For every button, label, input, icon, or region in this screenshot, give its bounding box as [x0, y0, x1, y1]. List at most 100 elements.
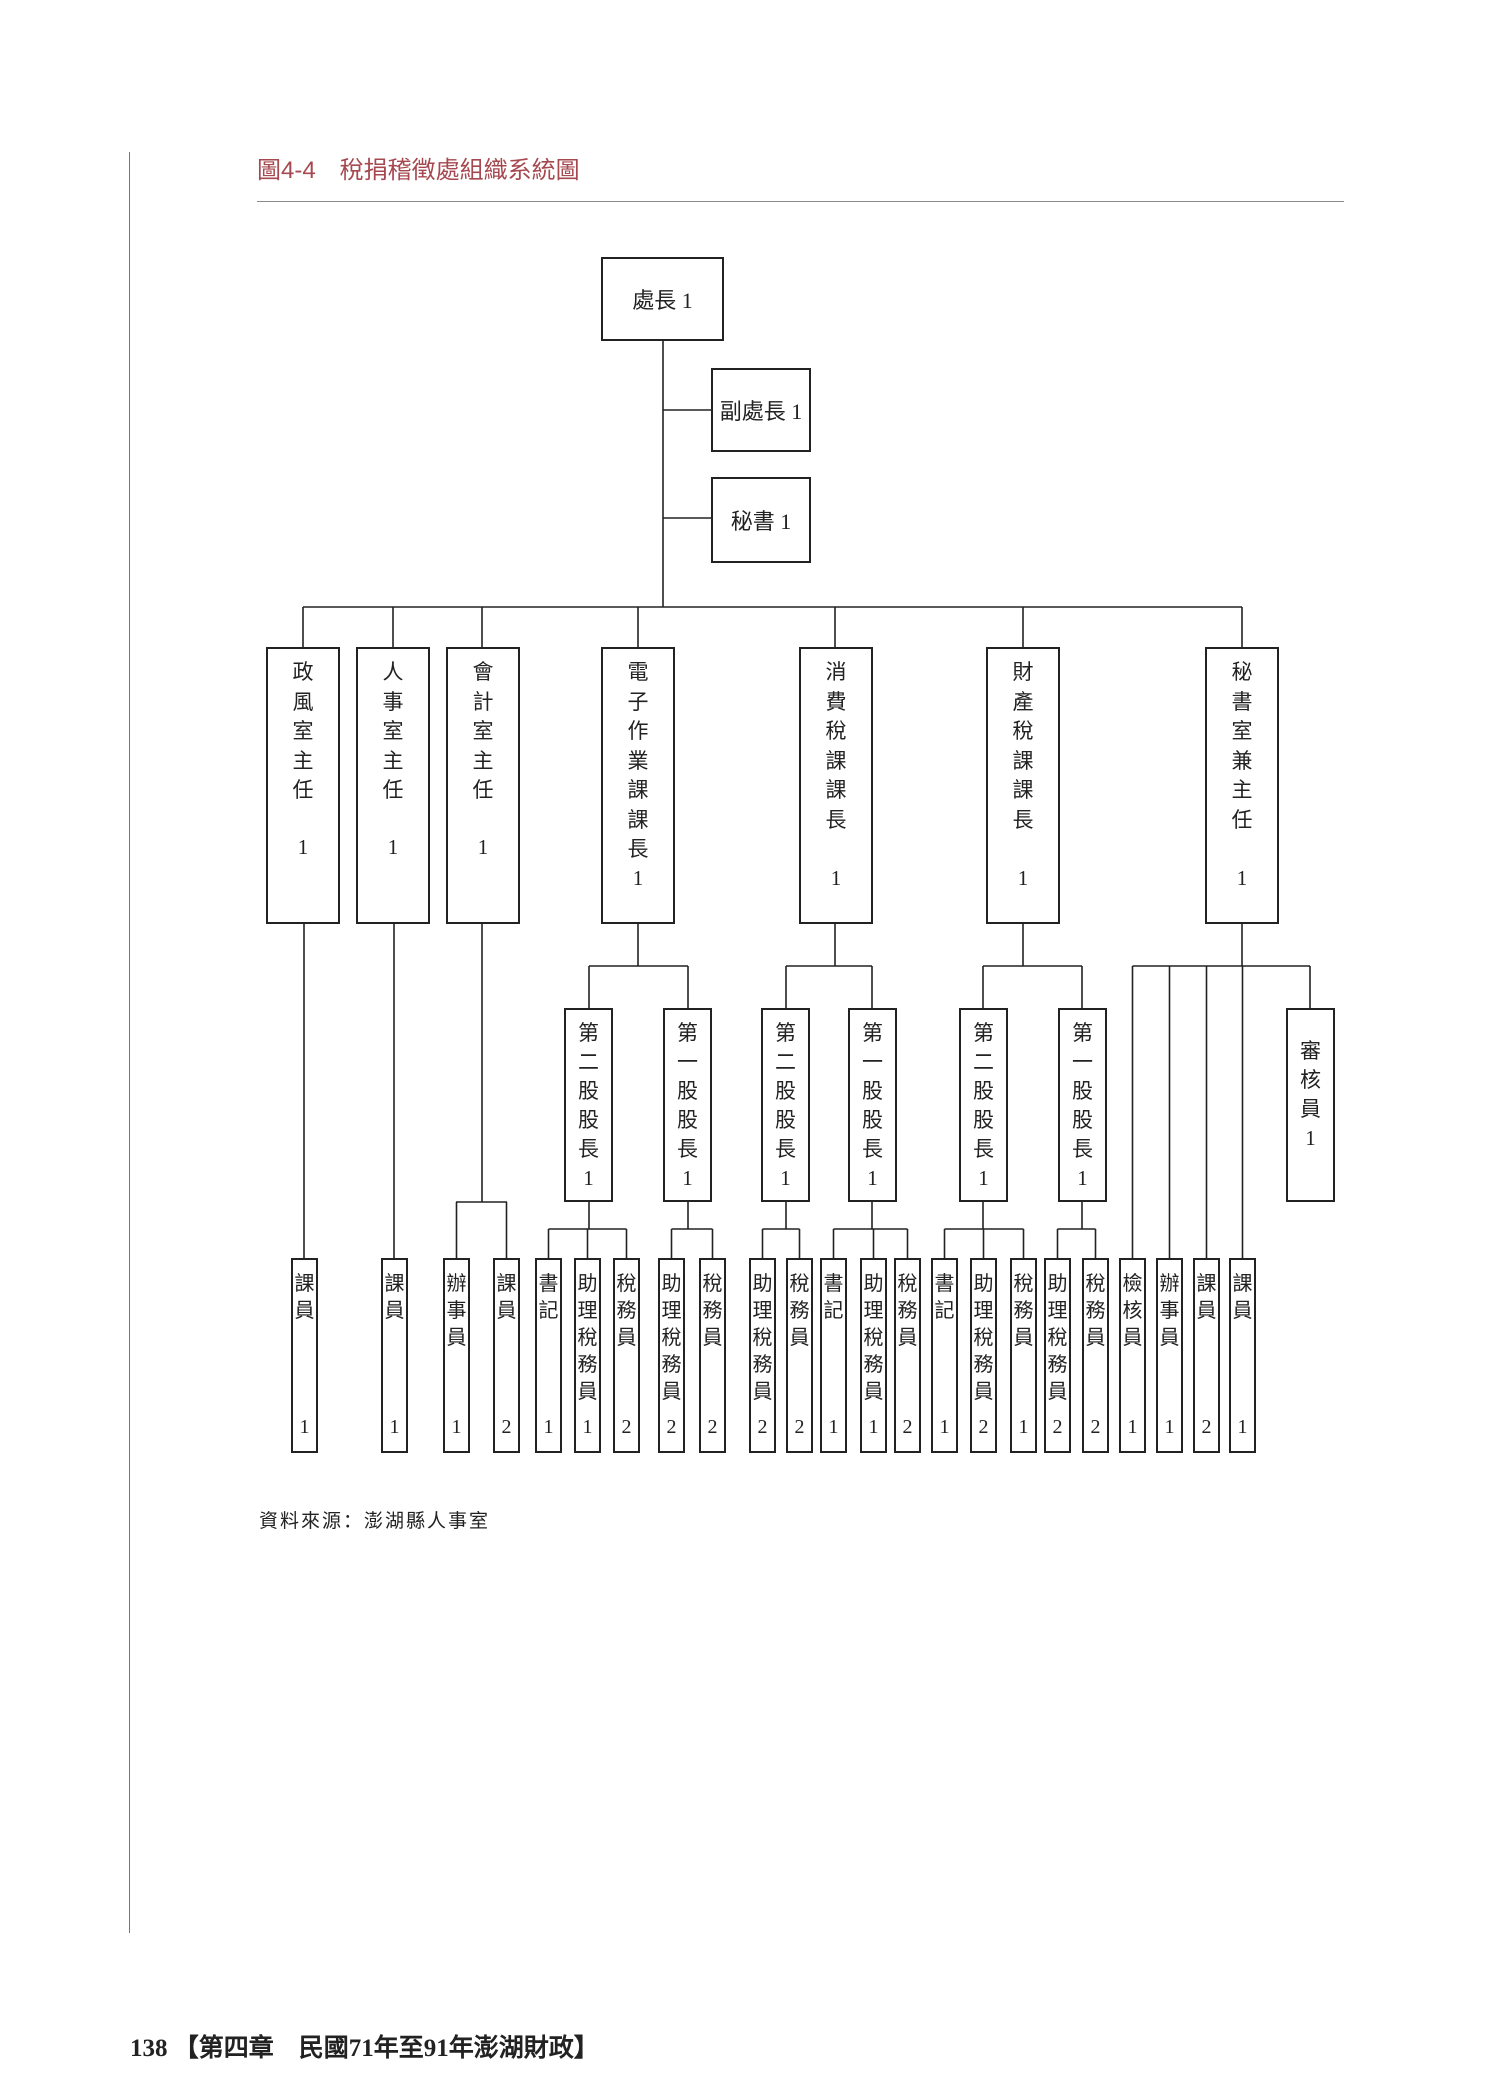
- section-box: 第一股股長 1: [848, 1008, 897, 1202]
- division-count: 1: [1017, 866, 1029, 890]
- staff-count: 2: [1052, 1416, 1063, 1438]
- staff-count: 2: [1090, 1416, 1101, 1438]
- section-label: 第二股股長: [973, 1021, 994, 1161]
- section-count: 1: [583, 1166, 594, 1190]
- staff-count: 1: [868, 1416, 879, 1438]
- staff-label: 辦事員: [1159, 1273, 1180, 1349]
- staff-box: 辦事員 1: [1156, 1258, 1183, 1453]
- staff-label: 稅務員: [789, 1273, 810, 1349]
- staff-label: 助理稅務員: [577, 1273, 598, 1403]
- division-label: 電子作業課課長: [627, 660, 649, 861]
- section-count: 1: [780, 1166, 791, 1190]
- staff-count: 1: [1018, 1416, 1029, 1438]
- division-count: 1: [632, 866, 644, 890]
- division-box: 秘書室兼主任 1: [1205, 647, 1279, 924]
- staff-box: 書記 1: [535, 1258, 562, 1453]
- staff-count: 1: [389, 1416, 400, 1438]
- staff-box: 稅務員 2: [1082, 1258, 1109, 1453]
- division-label: 會計室主任: [472, 660, 494, 802]
- staff-box: 稅務員 2: [613, 1258, 640, 1453]
- director-box: 處長 1: [601, 257, 724, 341]
- section-box: 第一股股長 1: [1058, 1008, 1107, 1202]
- staff-box: 助理稅務員 1: [574, 1258, 601, 1453]
- section-count: 1: [1305, 1126, 1316, 1150]
- staff-label: 課員: [294, 1273, 315, 1322]
- staff-label: 課員: [1232, 1273, 1253, 1322]
- division-count: 1: [387, 835, 399, 859]
- staff-count: 1: [1127, 1416, 1138, 1438]
- section-label: 第一股股長: [1072, 1021, 1093, 1161]
- staff-label: 書記: [538, 1273, 559, 1322]
- division-label: 財產稅課課長: [1012, 660, 1034, 832]
- division-count: 1: [1236, 866, 1248, 890]
- section-label: 第二股股長: [578, 1021, 599, 1161]
- division-count: 1: [477, 835, 489, 859]
- staff-label: 助理稅務員: [661, 1273, 682, 1403]
- staff-count: 2: [794, 1416, 805, 1438]
- staff-label: 課員: [1196, 1273, 1217, 1322]
- division-box: 消費稅課課長 1: [799, 647, 873, 924]
- page-footer: 138 【第四章 民國71年至91年澎湖財政】: [130, 2035, 599, 2062]
- staff-count: 2: [902, 1416, 913, 1438]
- staff-label: 辦事員: [446, 1273, 467, 1349]
- division-box: 財產稅課課長 1: [986, 647, 1060, 924]
- staff-label: 檢核員: [1122, 1273, 1143, 1349]
- staff-label: 助理稅務員: [752, 1273, 773, 1403]
- staff-box: 課員 2: [1193, 1258, 1220, 1453]
- section-count: 1: [682, 1166, 693, 1190]
- section-label: 第一股股長: [862, 1021, 883, 1161]
- staff-count: 1: [1237, 1416, 1248, 1438]
- secretary-box: 秘書 1: [711, 477, 811, 563]
- title-rule: [257, 201, 1344, 202]
- staff-count: 1: [451, 1416, 462, 1438]
- staff-count: 1: [299, 1416, 310, 1438]
- staff-box: 稅務員 2: [786, 1258, 813, 1453]
- section-count: 1: [1077, 1166, 1088, 1190]
- division-label: 政風室主任: [292, 660, 314, 802]
- staff-label: 稅務員: [702, 1273, 723, 1349]
- staff-count: 2: [666, 1416, 677, 1438]
- margin-rule: [129, 152, 130, 1933]
- division-box: 政風室主任 1: [266, 647, 340, 924]
- staff-count: 2: [1201, 1416, 1212, 1438]
- division-count: 1: [830, 866, 842, 890]
- staff-count: 2: [757, 1416, 768, 1438]
- staff-label: 助理稅務員: [1047, 1273, 1068, 1403]
- staff-label: 課員: [384, 1273, 405, 1322]
- figure-title: 圖4-4 稅捐稽徵處組織系統圖: [257, 157, 580, 184]
- staff-label: 書記: [823, 1273, 844, 1322]
- secretary-label: 秘書 1: [730, 509, 792, 534]
- staff-box: 助理稅務員 2: [749, 1258, 776, 1453]
- staff-count: 2: [621, 1416, 632, 1438]
- staff-box: 助理稅務員 2: [658, 1258, 685, 1453]
- section-count: 1: [867, 1166, 878, 1190]
- division-count: 1: [297, 835, 309, 859]
- staff-count: 1: [1164, 1416, 1175, 1438]
- division-box: 電子作業課課長 1: [601, 647, 675, 924]
- staff-label: 稅務員: [1085, 1273, 1106, 1349]
- staff-label: 稅務員: [616, 1273, 637, 1349]
- division-label: 消費稅課課長: [825, 660, 847, 832]
- staff-label: 助理稅務員: [973, 1273, 994, 1403]
- staff-count: 1: [543, 1416, 554, 1438]
- deputy-director-box: 副處長 1: [711, 368, 811, 452]
- staff-count: 1: [582, 1416, 593, 1438]
- staff-box: 課員 1: [291, 1258, 318, 1453]
- director-label: 處長 1: [632, 288, 693, 313]
- staff-box: 辦事員 1: [443, 1258, 470, 1453]
- staff-box: 課員 1: [381, 1258, 408, 1453]
- section-label: 第一股股長: [677, 1021, 698, 1161]
- division-label: 秘書室兼主任: [1231, 660, 1253, 832]
